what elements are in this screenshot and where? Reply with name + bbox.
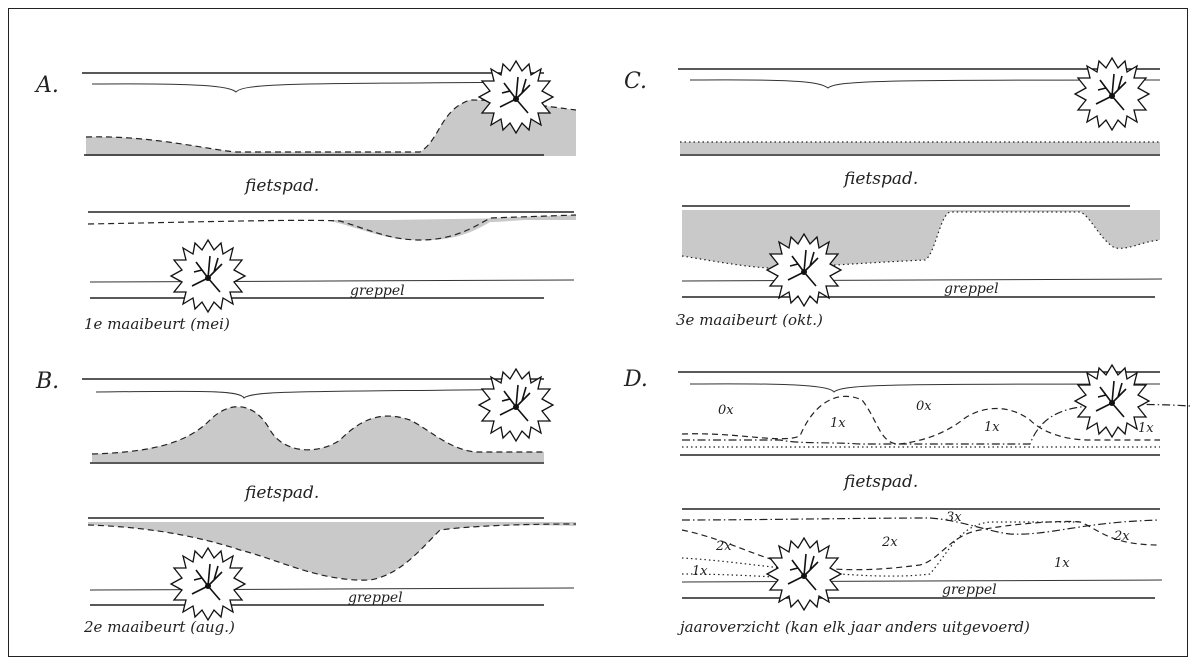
panel-a-label: A.: [34, 73, 59, 98]
panel-d-zone-7: 2x: [881, 535, 898, 550]
panel-d-label: D.: [623, 367, 648, 392]
panel-b-caption: 2e maaibeurt (aug.): [83, 618, 235, 636]
panel-d-path-label: fietspad.: [842, 472, 918, 492]
panel-a: A. fietspad. greppel 1e maaibeurt (mei): [34, 61, 576, 333]
panel-c-caption: 3e maaibeurt (okt.): [676, 311, 823, 329]
panel-b-verge-edge: [96, 389, 544, 398]
panel-b-label: B.: [35, 369, 59, 394]
panel-a-tree-icon-lower: [171, 240, 245, 312]
panel-d: D. 0x 1x 0x 1x 1x fietspad. 3x 2x 2x 2x …: [623, 365, 1190, 636]
panel-c-ditch-label: greppel: [944, 281, 999, 297]
panel-d-zone-10: 1x: [1054, 556, 1070, 571]
panel-a-ditch-edge: [90, 280, 574, 282]
panel-a-shaded-verge-lower: [330, 217, 576, 240]
panel-d-zone-1: 1x: [830, 416, 846, 431]
panel-d-ditch-edge: [682, 580, 1162, 582]
panel-b: B. fietspad. greppel 2e maaibeurt (aug.): [35, 369, 576, 636]
panel-b-shaded-verge-lower: [88, 522, 576, 580]
panel-d-zone-3: 1x: [984, 420, 1000, 435]
panel-b-ditch-label: greppel: [348, 590, 403, 606]
panel-d-caption: jaaroverzicht (kan elk jaar anders uitge…: [677, 618, 1030, 636]
panel-a-ditch-label: greppel: [350, 283, 405, 299]
panel-a-path-label: fietspad.: [243, 176, 319, 196]
panel-b-ditch-edge: [90, 588, 574, 590]
panel-b-shaded-verge: [92, 407, 544, 462]
panel-c: C. fietspad. greppel 3e maaibeurt (okt.): [624, 58, 1162, 329]
panel-d-ditch-label: greppel: [942, 582, 997, 598]
panel-a-verge-edge: [92, 82, 544, 92]
panel-c-shaded-verge: [680, 142, 1160, 154]
panel-d-lower-line-dashed: [682, 521, 1160, 569]
panel-a-caption: 1e maaibeurt (mei): [84, 315, 230, 333]
panel-d-zone-9: 1x: [692, 564, 708, 579]
panel-c-path-label: fietspad.: [842, 169, 918, 189]
panel-d-zone-8: 2x: [1113, 529, 1130, 544]
panel-d-tree-icon-lower: [767, 538, 841, 610]
panel-d-zone-5: 3x: [946, 510, 962, 525]
panel-c-ditch-edge: [682, 279, 1162, 281]
panel-d-zone-6: 2x: [715, 539, 732, 554]
panel-d-zone-2: 0x: [916, 399, 932, 414]
panel-d-zone-0: 0x: [718, 403, 734, 418]
panel-b-tree-icon-lower: [171, 548, 245, 620]
panel-c-label: C.: [624, 69, 647, 94]
panel-d-zone-4: 1x: [1138, 421, 1154, 436]
panel-c-shaded-verge-lower: [682, 210, 1160, 268]
panel-b-path-label: fietspad.: [243, 483, 319, 503]
